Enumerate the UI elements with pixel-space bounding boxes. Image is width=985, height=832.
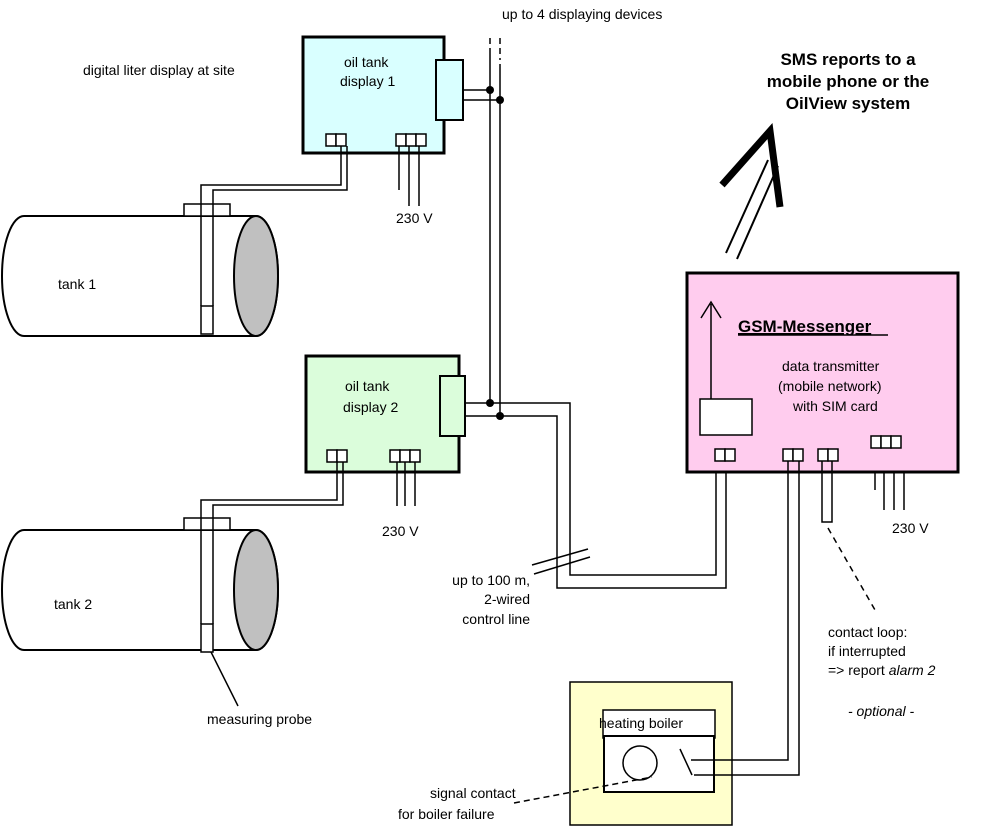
optional-label: - optional - [848,703,914,719]
voltage-label-2: 230 V [382,523,419,539]
sms-label-line2: mobile phone or the [767,72,929,91]
contact-loop-prefix: => report [828,662,889,678]
gsm-messenger: GSM-Messenger data transmitter (mobile n… [685,271,960,474]
tank-2: tank 2 [1,462,344,707]
gsm-messenger-title: GSM-Messenger [738,317,872,336]
control-line-label-2: 2-wired [484,591,530,607]
voltage-label-3: 230 V [892,520,929,536]
heating-boiler: heating boiler [513,461,800,826]
measuring-probe-label: measuring probe [207,711,312,727]
voltage-label-1: 230 V [396,210,433,226]
sms-label-line1: SMS reports to a [780,50,916,69]
signal-contact-label-1: signal contact [430,785,516,801]
display-bus [463,38,727,589]
contact-loop-label-3: => report alarm 2 [828,662,936,678]
display-2-label-line2: display 2 [343,399,398,415]
display-2-label-line1: oil tank [345,378,390,394]
contact-loop-label-1: contact loop: [828,624,907,640]
digital-display-label: digital liter display at site [83,62,235,78]
devices-note: up to 4 displaying devices [502,6,662,22]
control-line-label-3: control line [462,611,530,627]
oil-tank-display-2: oil tank display 2 [304,354,466,474]
signal-contact-label-2: for boiler failure [398,806,495,822]
gsm-messenger-line1: data transmitter [782,358,880,374]
tank-1-label: tank 1 [58,276,96,292]
contact-loop-alarm: alarm 2 [889,662,936,678]
contact-loop [821,461,876,611]
tank-2-label: tank 2 [54,596,92,612]
gsm-messenger-line2: (mobile network) [778,378,881,394]
contact-loop-label-2: if interrupted [828,643,906,659]
tank-1: tank 1 [1,146,348,337]
heating-boiler-label: heating boiler [599,715,683,731]
control-line-label-1: up to 100 m, [452,572,530,588]
oil-tank-display-1: oil tank display 1 [301,35,464,155]
display-1-label-line2: display 1 [340,73,395,89]
gsm-messenger-line3: with SIM card [792,398,878,414]
sms-label-line3: OilView system [786,94,910,113]
display-1-label-line1: oil tank [344,54,389,70]
sms-arrow [719,122,784,260]
